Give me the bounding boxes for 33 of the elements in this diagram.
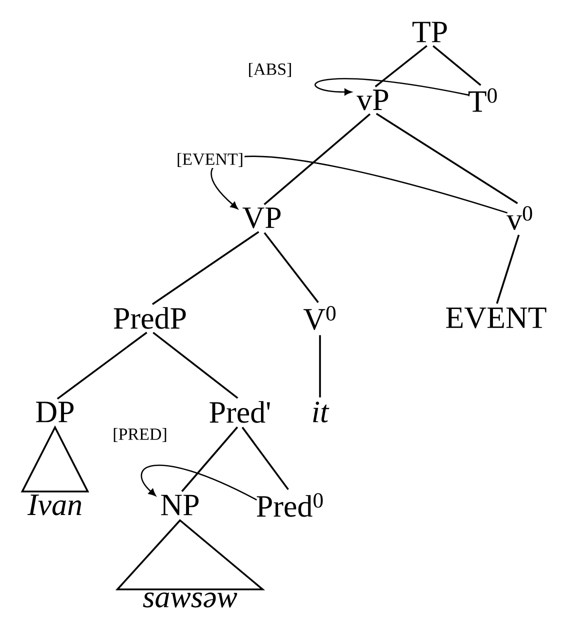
branch-line: [374, 45, 428, 88]
tree-label: V$^{0}$: [303, 306, 336, 330]
movement-arrow: [211, 156, 508, 214]
tree-label: vP: [356, 90, 388, 110]
tree-label: EVENT: [446, 308, 546, 328]
tree-label: DP: [36, 402, 74, 422]
branch-line: [496, 234, 520, 304]
branch-line: [181, 426, 238, 492]
branch-line: [56, 332, 148, 400]
movement-arrow: [140, 464, 257, 500]
edge-label: [ABS]: [246, 62, 294, 78]
branch-line: [152, 231, 260, 305]
tree-label: T$^{0}$: [468, 88, 497, 112]
branch-line: [376, 112, 518, 204]
tree-label: Ivan: [27, 494, 82, 516]
edge-label: [PRED]: [112, 426, 168, 444]
edge-label: [EVENT]: [176, 152, 245, 168]
tree-label: sawsəw: [143, 592, 238, 608]
branch-line: [432, 45, 482, 86]
tree-label: NP: [161, 494, 199, 516]
tree-label: Pred': [210, 401, 270, 423]
tree-label: it: [313, 402, 330, 422]
branch-line: [242, 426, 289, 490]
tree-label: Pred$^{0}$: [256, 493, 323, 517]
branch-line: [264, 113, 371, 206]
tree-label: VP: [242, 208, 281, 228]
branch-line: [264, 232, 319, 303]
movement-arrow: [314, 78, 469, 96]
tree-label: v$^{0}$: [506, 206, 532, 230]
tree-label: PredP: [114, 307, 186, 329]
tree-label: TP: [412, 22, 447, 42]
branch-line: [319, 335, 321, 398]
branch-line: [152, 332, 238, 399]
